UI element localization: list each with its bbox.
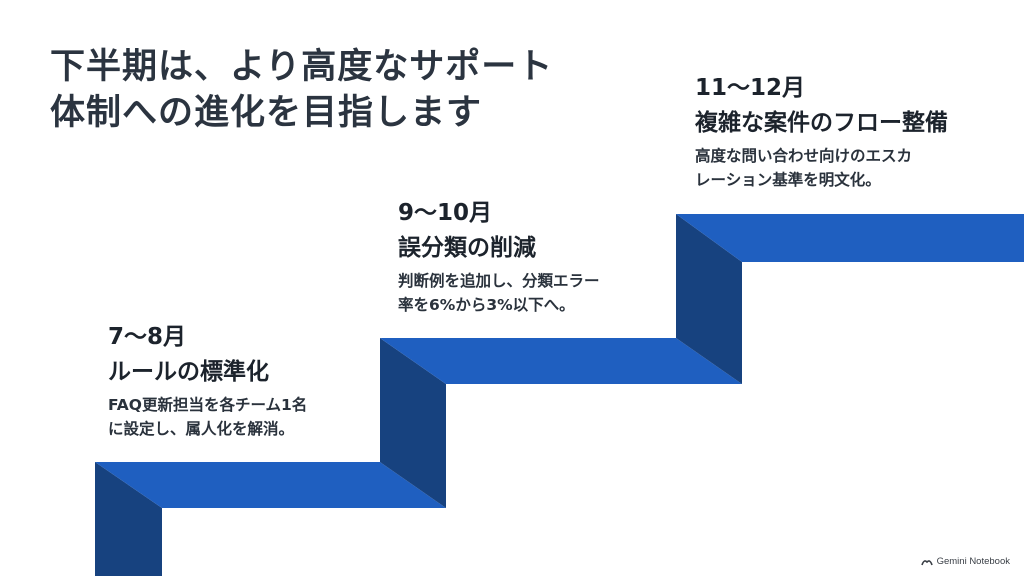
stair-riser-2 xyxy=(676,214,742,384)
step-2-period: 9〜10月 xyxy=(398,200,493,226)
step-2-desc-line-1: 判断例を追加し、分類エラー xyxy=(398,272,600,290)
step-3-desc: 高度な問い合わせ向けのエスカ レーション基準を明文化。 xyxy=(695,144,948,192)
brand-watermark: Gemini Notebook xyxy=(920,556,1010,567)
notebook-logo-icon xyxy=(920,559,933,565)
step-2-name: 誤分類の削減 xyxy=(398,235,536,261)
step-1-desc-line-1: FAQ更新担当を各チーム1名 xyxy=(108,396,308,414)
step-2-text: 9〜10月 誤分類の削減 判断例を追加し、分類エラー 率を6%から3%以下へ。 xyxy=(398,197,600,317)
step-1-name: ルールの標準化 xyxy=(108,359,269,385)
step-2-desc-line-2: 率を6%から3%以下へ。 xyxy=(398,296,575,314)
step-3-desc-line-2: レーション基準を明文化。 xyxy=(695,171,881,189)
step-2-desc: 判断例を追加し、分類エラー 率を6%から3%以下へ。 xyxy=(398,269,600,317)
stair-riser-1 xyxy=(380,338,446,508)
step-1-text: 7〜8月 ルールの標準化 FAQ更新担当を各チーム1名 に設定し、属人化を解消。 xyxy=(108,321,307,441)
step-1-desc-line-2: に設定し、属人化を解消。 xyxy=(108,420,295,438)
page-title: 下半期は、より高度なサポート 体制への進化を目指します xyxy=(50,44,553,136)
step-3-period: 11〜12月 xyxy=(695,75,806,101)
title-line-1: 下半期は、より高度なサポート xyxy=(50,47,554,87)
title-line-2: 体制への進化を目指します xyxy=(50,93,483,133)
stair-1-side xyxy=(95,462,162,576)
step-3-text: 11〜12月 複雑な案件のフロー整備 高度な問い合わせ向けのエスカ レーション基… xyxy=(695,72,948,192)
stair-1-tread xyxy=(95,462,446,508)
step-3-name: 複雑な案件のフロー整備 xyxy=(695,110,948,136)
stair-3-tread xyxy=(676,214,1024,262)
step-3-desc-line-1: 高度な問い合わせ向けのエスカ xyxy=(695,147,913,165)
step-1-desc: FAQ更新担当を各チーム1名 に設定し、属人化を解消。 xyxy=(108,393,307,441)
step-1-period: 7〜8月 xyxy=(108,324,187,350)
brand-label: Gemini Notebook xyxy=(936,556,1010,567)
stair-2-tread xyxy=(380,338,742,384)
